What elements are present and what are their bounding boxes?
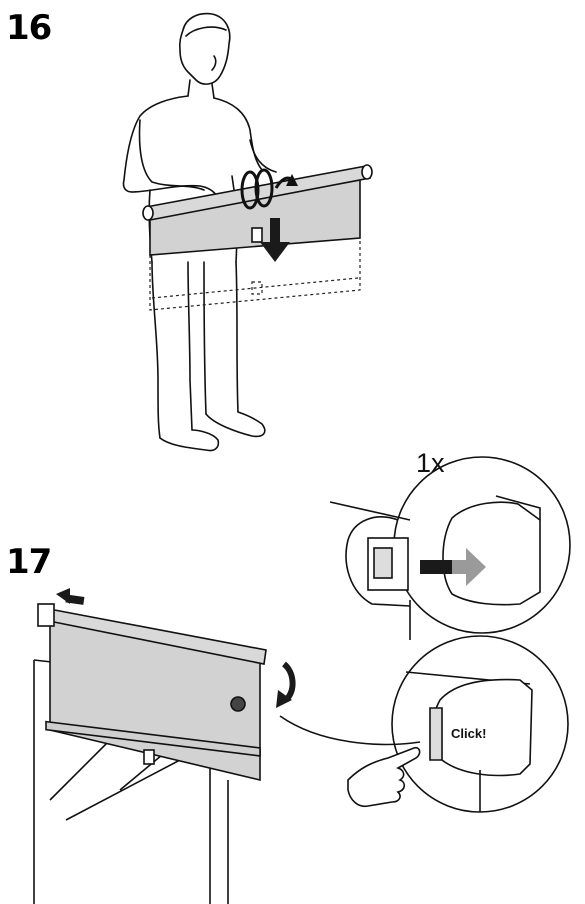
detail-circle-click	[279, 635, 569, 813]
step-number-17: 17	[6, 542, 52, 582]
rotate-arrow-icon	[240, 168, 298, 210]
step-number-16: 16	[6, 8, 52, 48]
lowered-blind-outline	[149, 238, 361, 311]
quantity-label: 1x	[416, 448, 445, 478]
pointing-hand	[347, 746, 421, 808]
detail-circle-1x	[329, 456, 571, 640]
left-arrow-icon	[56, 588, 85, 605]
down-arrow-icon	[260, 218, 290, 262]
mounted-roller-blind	[37, 603, 267, 782]
right-arrow-icon	[420, 548, 486, 586]
click-label: Click!	[451, 726, 487, 741]
curved-arrow-icon	[276, 661, 296, 708]
person-holding-roller-blind	[122, 12, 277, 452]
